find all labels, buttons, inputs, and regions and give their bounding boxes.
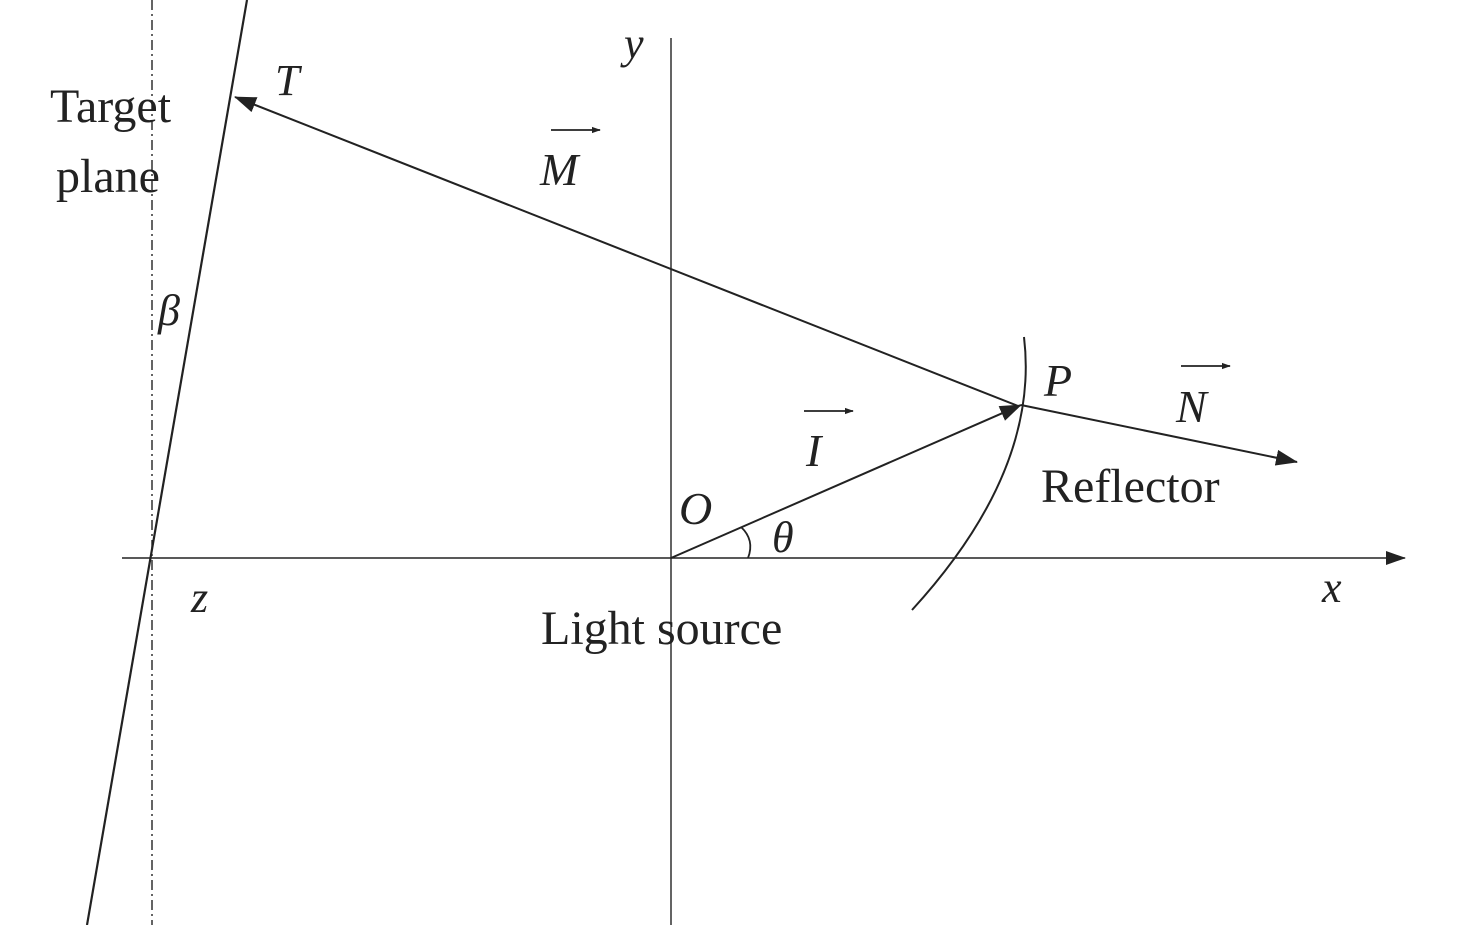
- y-axis-label: y: [620, 19, 644, 68]
- light-source-label: Light source: [541, 602, 782, 655]
- vector-m-label: M: [539, 144, 581, 195]
- point-p-label: P: [1043, 355, 1072, 406]
- target-plane-line: [85, 0, 249, 925]
- origin-label: O: [679, 483, 712, 534]
- theta-arc: [740, 526, 752, 559]
- vector-m-arrow: [234, 96, 1019, 407]
- target-point-label: T: [275, 56, 303, 105]
- vector-i-label: I: [805, 425, 824, 476]
- beta-label: β: [157, 286, 180, 335]
- z-axis-label: z: [190, 573, 208, 622]
- x-axis-label: x: [1321, 563, 1342, 612]
- target-plane-label-line1: Target: [50, 80, 172, 133]
- reflector-curve: [911, 336, 1027, 611]
- reflector-label: Reflector: [1041, 460, 1220, 513]
- vector-n-label: N: [1175, 381, 1209, 432]
- vector-n-arrow: [1020, 404, 1298, 466]
- vector-i-arrow: [670, 404, 1022, 559]
- theta-label: θ: [772, 513, 794, 562]
- target-plane-label-line2: plane: [56, 150, 160, 203]
